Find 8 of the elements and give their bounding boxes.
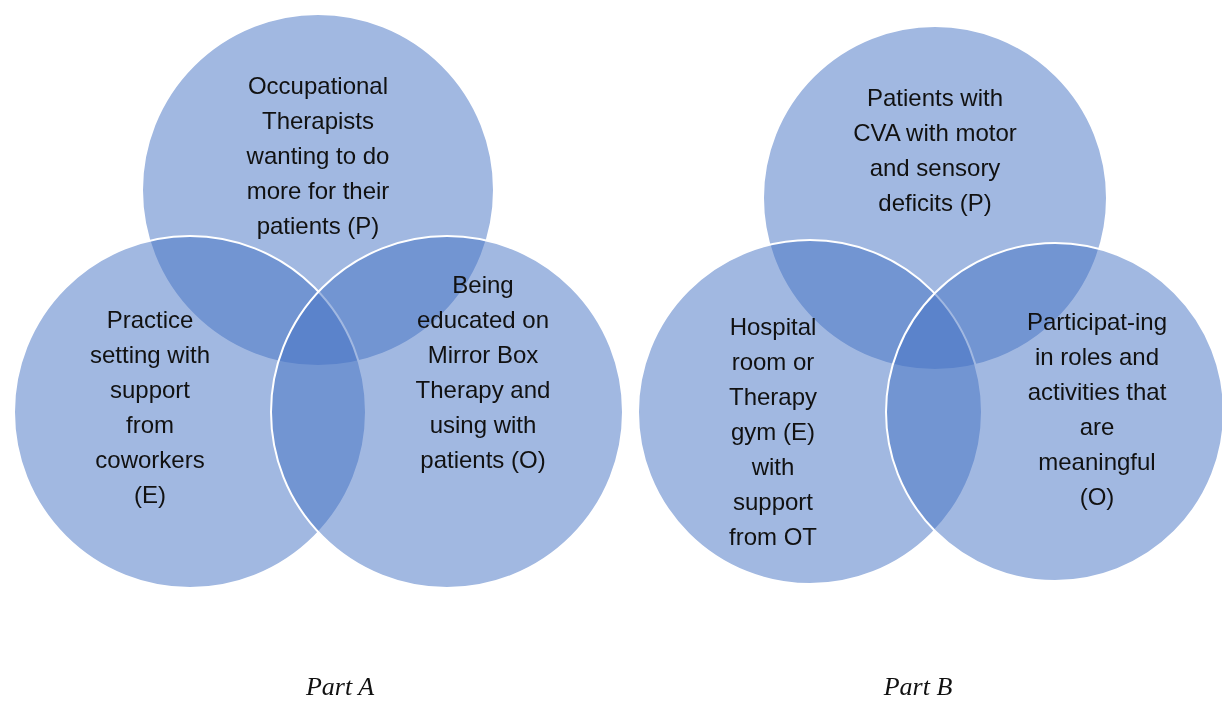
part-caption: Part B xyxy=(883,672,953,702)
circle-label: Participat-ing in roles and activities that are meaningful (O) xyxy=(1025,307,1169,512)
part-caption: Part A xyxy=(305,672,375,702)
circle-label: Being educated on Mirror Box Therapy and using with patients (O) xyxy=(414,270,552,475)
circle-label: Occupational Therapists wanting to do more for their patients (P) xyxy=(245,71,391,241)
circle-label: Hospital room or Therapy gym (E) with support from OT xyxy=(727,312,818,552)
circle-label: Practice setting with support from coworkers (E) xyxy=(88,305,212,510)
circle-label: Patients with CVA with motor and sensory deficits (P) xyxy=(852,83,1018,218)
